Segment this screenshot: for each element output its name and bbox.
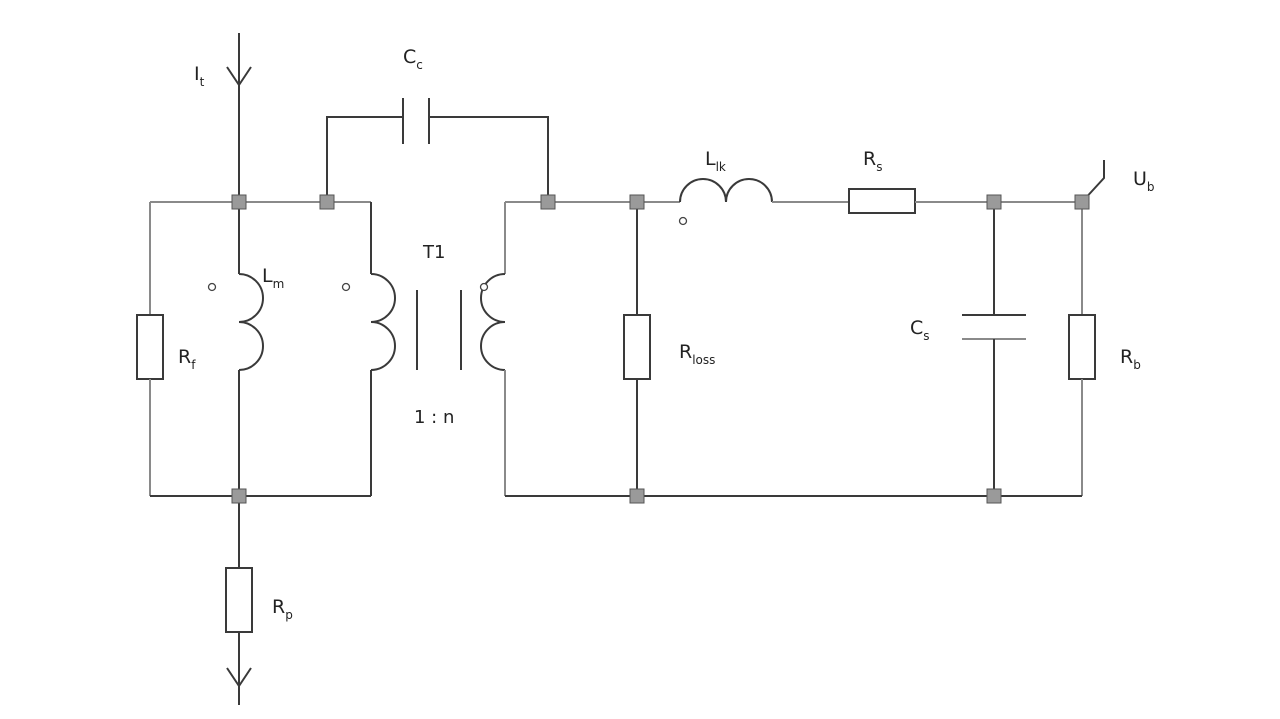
polarity-dot-llk bbox=[678, 216, 688, 226]
label-cc: Cc bbox=[403, 46, 423, 72]
resistor-rf bbox=[136, 202, 164, 496]
node-primary-bottom bbox=[231, 488, 247, 504]
node-rloss-top bbox=[629, 194, 645, 210]
label-it: It bbox=[194, 63, 205, 89]
label-transformer-name: T1 bbox=[422, 242, 445, 263]
label-rp: Rp bbox=[272, 596, 293, 622]
transformer-core bbox=[416, 290, 462, 370]
transformer-primary-winding bbox=[341, 202, 396, 496]
node-cs-top bbox=[986, 194, 1002, 210]
capacitor-cs bbox=[962, 202, 1026, 496]
label-rf: Rf bbox=[178, 346, 196, 372]
transformer-secondary-winding bbox=[479, 202, 506, 496]
output-terminal-ub bbox=[1081, 160, 1105, 203]
node-primary-top-left bbox=[231, 194, 247, 210]
label-cs: Cs bbox=[910, 317, 930, 343]
polarity-dot-primary bbox=[341, 282, 351, 292]
input-wire bbox=[226, 33, 252, 202]
resistor-rloss bbox=[623, 202, 651, 496]
label-ub: Ub bbox=[1133, 168, 1155, 194]
capacitor-cc bbox=[326, 98, 549, 202]
node-rloss-bottom bbox=[629, 488, 645, 504]
junction-nodes bbox=[231, 194, 1090, 504]
resistor-rs bbox=[772, 188, 1082, 214]
node-primary-top-cc bbox=[319, 194, 335, 210]
label-rloss: Rloss bbox=[679, 341, 715, 367]
label-llk: Llk bbox=[705, 148, 726, 174]
label-transformer-ratio: 1 : n bbox=[414, 407, 454, 428]
inductor-llk bbox=[678, 178, 773, 226]
polarity-dot-secondary bbox=[479, 282, 489, 292]
node-output-top bbox=[1074, 194, 1090, 210]
resistor-rp bbox=[225, 496, 253, 705]
polarity-dot-lm bbox=[207, 282, 217, 292]
label-rs: Rs bbox=[863, 148, 882, 174]
node-secondary-top-cc bbox=[540, 194, 556, 210]
label-rb: Rb bbox=[1120, 346, 1141, 372]
node-cs-bottom bbox=[986, 488, 1002, 504]
resistor-rb bbox=[1068, 202, 1096, 496]
inductor-lm bbox=[207, 202, 264, 496]
label-lm: Lm bbox=[262, 265, 284, 291]
